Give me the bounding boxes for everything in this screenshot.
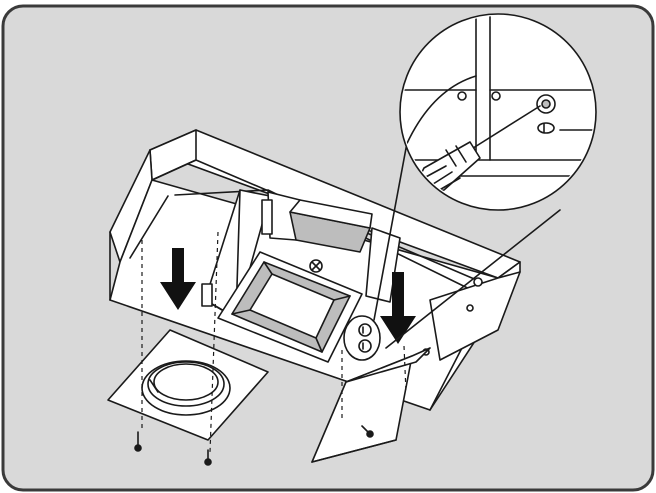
- duct-collar-plate: [107, 329, 269, 441]
- arrow-down-left-icon: [160, 248, 196, 310]
- blower-housing: [289, 199, 373, 273]
- duct-opening: [217, 251, 363, 363]
- alignment-guides: [141, 231, 407, 453]
- knockout-top-icon: [358, 323, 372, 337]
- left-bracket: [201, 199, 273, 307]
- screw-middle-icon: [204, 449, 212, 466]
- magnifier-leaders: [373, 115, 561, 349]
- knockout-plate: [343, 315, 381, 361]
- side-plate: [311, 347, 431, 463]
- knockout-bottom-icon: [358, 339, 372, 353]
- screw-left-icon: [134, 431, 142, 452]
- hood-inner-partitions: [204, 189, 401, 319]
- arrow-down-right-icon: [380, 272, 416, 344]
- screw-right-icon: [361, 425, 374, 438]
